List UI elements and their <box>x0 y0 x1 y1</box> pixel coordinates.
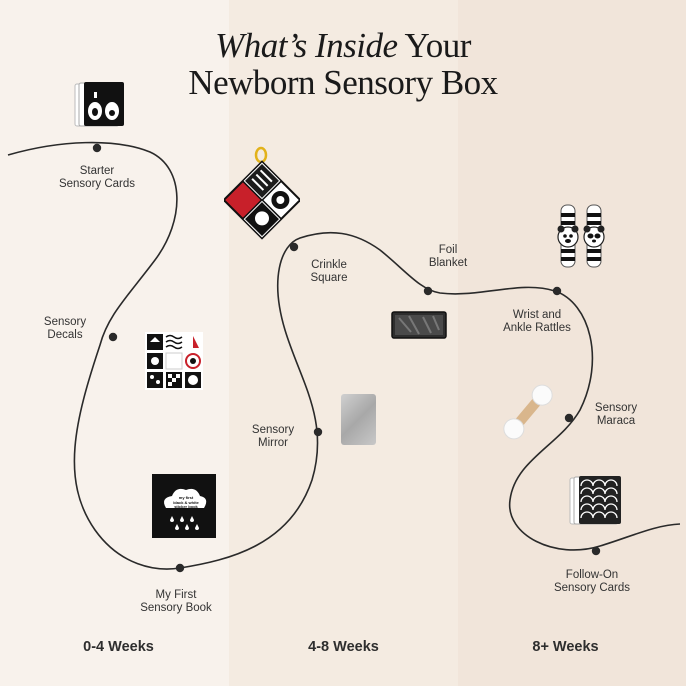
label-line: Follow-On <box>565 569 619 581</box>
book-cover-line: black & white <box>173 499 199 505</box>
label-line: Crinkle <box>311 259 347 271</box>
milestone-dot <box>423 286 433 296</box>
label-line: Decals <box>47 329 83 341</box>
column-label-8-plus-weeks: 8+ Weeks <box>532 639 599 655</box>
label-line: Mirror <box>257 437 289 449</box>
label-line: Sensory Book <box>140 602 212 614</box>
label-line: Foil <box>438 244 458 256</box>
milestone-dot <box>591 546 601 556</box>
label-follow-on-sensory-cards: Follow-On Sensory Cards <box>532 569 652 595</box>
label-starter-sensory-cards: Starter Sensory Cards <box>37 165 157 191</box>
label-line: Blanket <box>428 257 468 269</box>
cloud-rain-icon <box>164 488 207 530</box>
book-cover-line: my first <box>178 495 194 500</box>
milestone-dot <box>313 427 323 437</box>
crinkle-square-image <box>224 146 300 240</box>
column-label-0-4-weeks: 0-4 Weeks <box>83 639 154 655</box>
milestone-dot <box>552 286 562 296</box>
label-line: Starter <box>79 165 115 177</box>
sensory-decals-image <box>145 332 203 390</box>
my-first-sensory-book-image: my first black & white sticker book <box>152 474 216 538</box>
wrist-and-ankle-rattles-image <box>557 204 605 268</box>
label-line: Sensory Cards <box>553 582 631 594</box>
label-line: Ankle Rattles <box>503 322 571 334</box>
starter-sensory-cards-image <box>74 82 124 127</box>
label-line: Maraca <box>596 415 636 427</box>
label-line: Sensory <box>43 316 87 328</box>
label-sensory-maraca: Sensory Maraca <box>556 402 676 428</box>
milestone-dot <box>175 563 185 573</box>
milestone-dot <box>289 242 299 252</box>
label-line: Sensory <box>251 424 295 436</box>
sensory-maraca-image <box>503 384 553 440</box>
label-sensory-mirror: Sensory Mirror <box>213 424 333 450</box>
label-line: My First <box>155 589 197 601</box>
label-foil-blanket: Foil Blanket <box>388 244 508 270</box>
label-sensory-decals: Sensory Decals <box>5 316 125 342</box>
milestone-dot <box>108 332 118 342</box>
follow-on-sensory-cards-image <box>569 476 621 525</box>
label-crinkle-square: Crinkle Square <box>269 259 389 285</box>
label-line: Square <box>310 272 348 284</box>
column-8-plus-weeks-background <box>458 0 686 686</box>
sensory-mirror-image <box>341 394 376 445</box>
column-label-4-8-weeks: 4-8 Weeks <box>308 639 379 655</box>
milestone-dot <box>564 413 574 423</box>
label-line: Wrist and <box>512 309 562 321</box>
book-cover-text: my first black & white sticker book <box>168 495 204 510</box>
column-4-8-weeks-background <box>229 0 458 686</box>
page-title-line-2: Newborn Sensory Box <box>188 63 498 102</box>
label-my-first-sensory-book: My First Sensory Book <box>116 589 236 615</box>
foil-blanket-image <box>391 311 447 339</box>
label-line: Sensory <box>594 402 638 414</box>
page-title-line-1: What’s Inside Your <box>0 26 686 66</box>
title-rest: Your <box>404 26 471 65</box>
milestone-dot <box>92 143 102 153</box>
title-italic: What’s Inside <box>215 26 398 65</box>
label-wrist-and-ankle-rattles: Wrist and Ankle Rattles <box>477 309 597 335</box>
book-cover-line: sticker book <box>174 504 198 509</box>
label-line: Sensory Cards <box>58 178 136 190</box>
